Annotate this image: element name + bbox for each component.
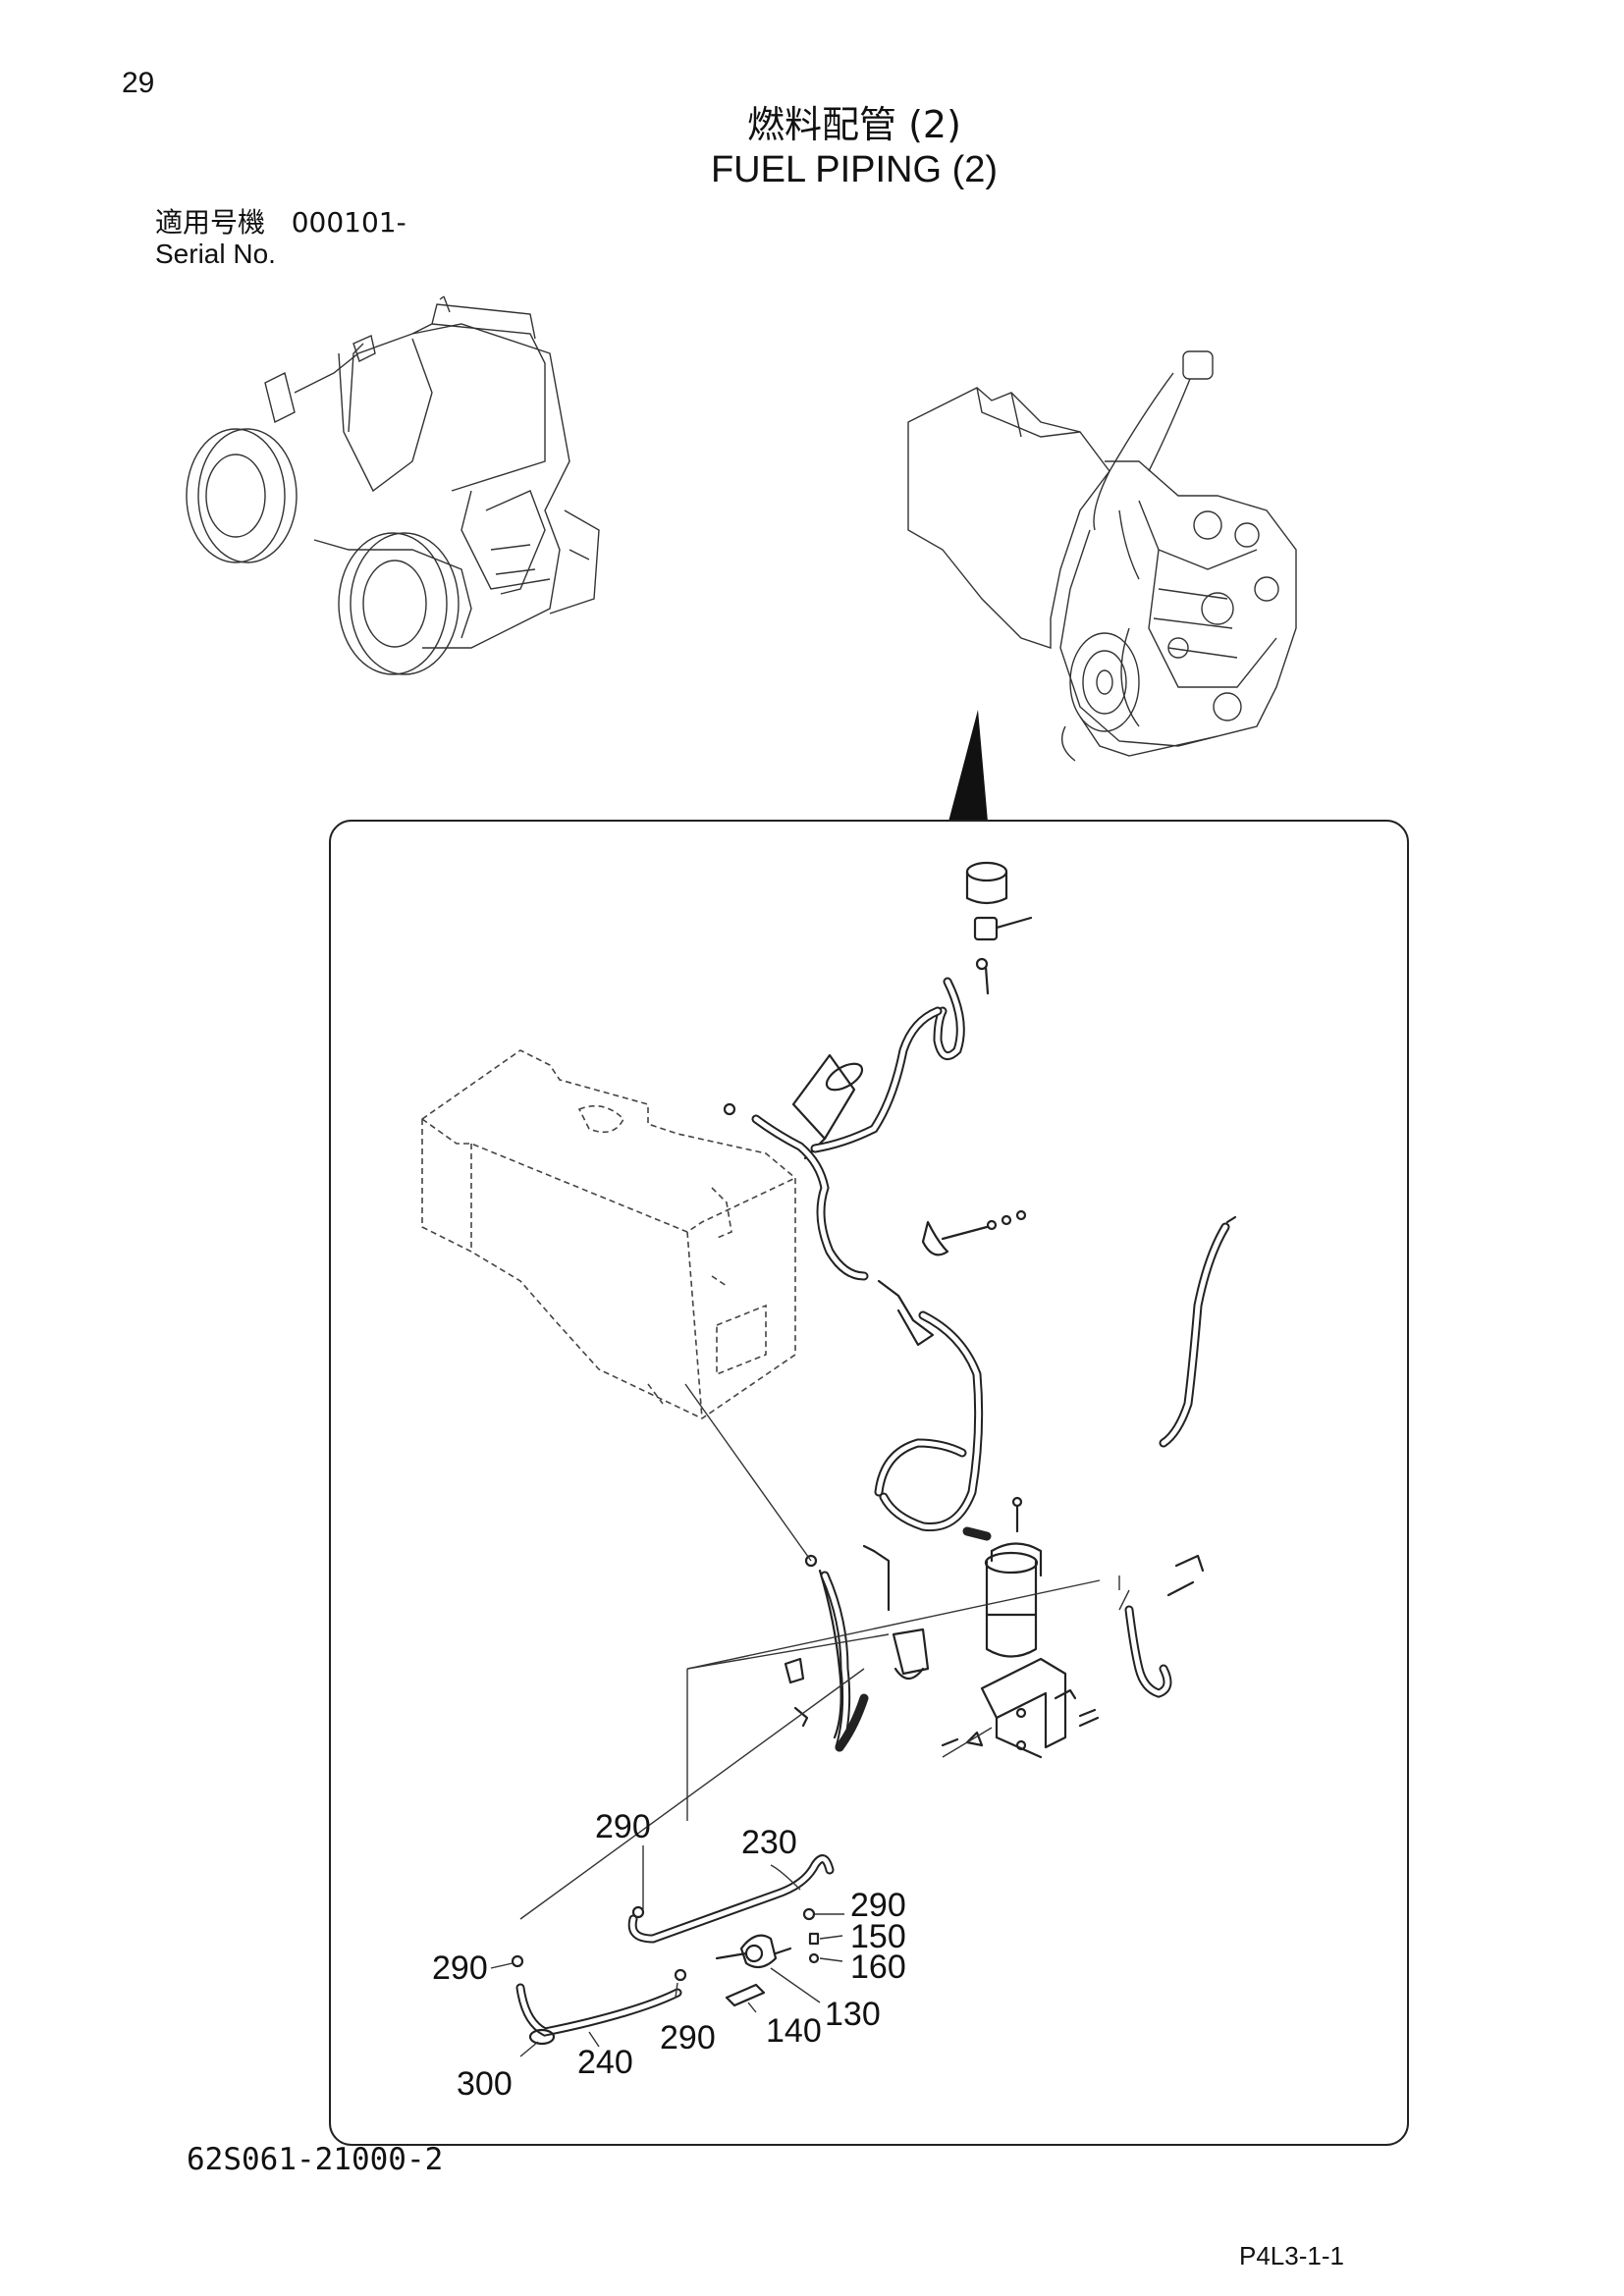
part-label-150: 150 <box>850 1918 906 1955</box>
serial-label-en: Serial No. <box>155 239 276 269</box>
part-label-140: 140 <box>766 2012 822 2050</box>
right-hose <box>1124 1215 1237 1698</box>
machine-overview-illustration <box>186 295 600 675</box>
detail-frame <box>329 820 1409 2146</box>
water-separator-icon <box>784 1544 930 1728</box>
feed-hose <box>879 1310 992 1541</box>
fuel-tank-illustration <box>421 1049 796 1419</box>
clamp-assembly <box>877 1209 1027 1347</box>
engine-overview-illustration <box>907 350 1297 762</box>
page-title-en: FUEL PIPING (2) <box>710 149 999 190</box>
breather-cap-icon <box>965 861 1033 995</box>
page-code: P4L3-1-1 <box>1239 2241 1344 2270</box>
page-number: 29 <box>122 67 155 99</box>
serial-label-jp-text: 適用号機 <box>155 206 266 239</box>
mid-hose <box>804 1438 967 1752</box>
serial-label-jp: 適用号機 000101- <box>155 201 406 240</box>
part-label-300: 300 <box>457 2065 513 2103</box>
part-label-290-top: 290 <box>595 1808 651 1845</box>
leader-lines <box>519 1383 1130 1920</box>
part-labels: 290 230 290 150 160 290 130 140 290 240 … <box>432 1808 906 2103</box>
part-label-160: 160 <box>850 1949 906 1986</box>
page-title-jp: 燃料配管 (2) <box>747 103 961 146</box>
part-label-290-left: 290 <box>432 1949 488 1987</box>
label-leaders <box>490 1845 844 2057</box>
fuel-filter-icon <box>984 1496 1043 1658</box>
part-label-130: 130 <box>825 1996 881 2033</box>
filter-bracket <box>941 1657 1100 1759</box>
return-hose <box>723 977 965 1281</box>
part-label-290-right: 290 <box>850 1887 906 1924</box>
fuel-pump-assembly <box>511 1854 835 2046</box>
part-label-290-bottom: 290 <box>660 2019 716 2056</box>
serial-value: 000101- <box>291 206 406 239</box>
pointer-arrow-icon <box>948 710 988 822</box>
part-label-230: 230 <box>741 1824 797 1861</box>
document-code: 62S061-21000-2 <box>187 2142 444 2177</box>
part-label-240: 240 <box>577 2044 633 2081</box>
